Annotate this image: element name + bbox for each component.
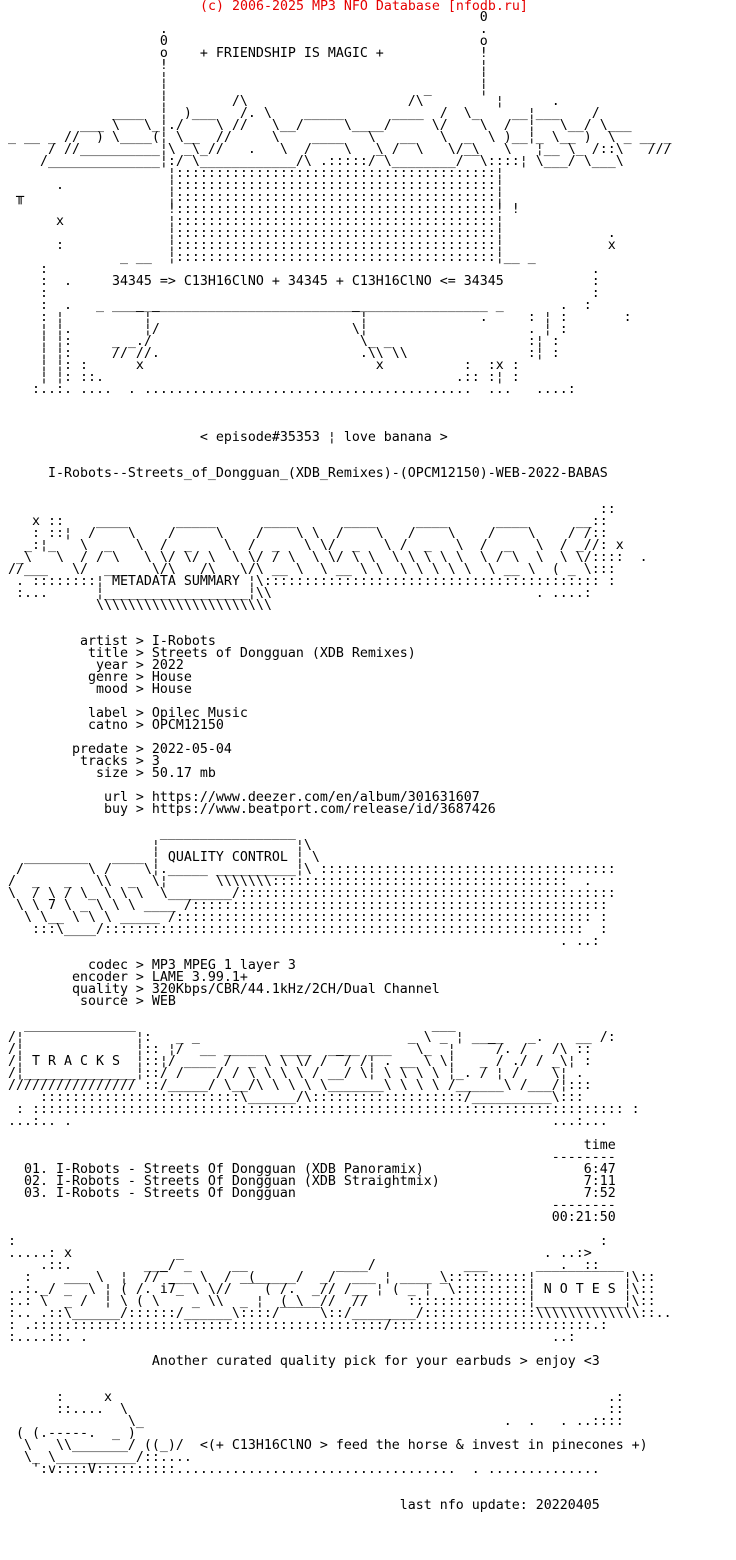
nfo-text-body: 0 . . 0 o o + FRIENDSHIP IS MAGIC + !	[7, 10, 672, 1513]
nfodb-copyright-link[interactable]: (c) 2006-2025 MP3 NFO Database [nfodb.ru…	[200, 0, 528, 14]
